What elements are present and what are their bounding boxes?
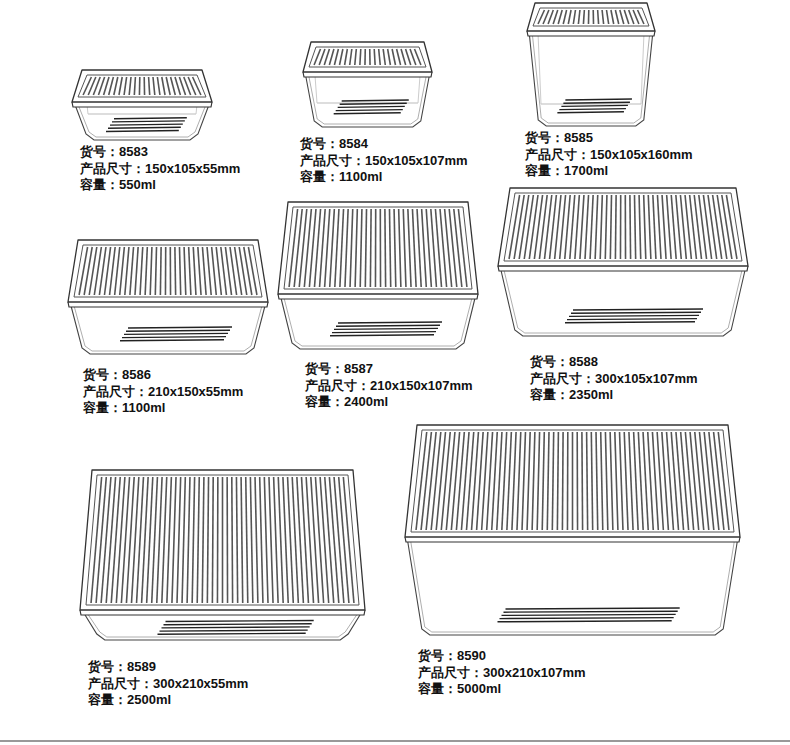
spec-text: 货号：8586 — [83, 367, 151, 383]
spec-text: 货号：8587 — [305, 361, 373, 377]
spec-text: 产品尺寸：150x105x55mm — [80, 161, 240, 177]
spec-text: 产品尺寸：300x210x55mm — [88, 676, 248, 692]
page-rule — [0, 740, 790, 742]
storage-box — [498, 188, 748, 336]
storage-box — [405, 425, 740, 635]
spec-text: 容量：2500ml — [88, 692, 171, 708]
spec-text: 产品尺寸：300x210x107mm — [418, 665, 586, 681]
storage-box — [68, 240, 268, 354]
spec-text: 货号：8588 — [530, 354, 598, 370]
storage-box — [80, 470, 365, 640]
spec-text: 产品尺寸：150x105x160mm — [525, 147, 693, 163]
spec-text: 产品尺寸：210x150x55mm — [83, 384, 243, 400]
spec-text: 货号：8585 — [525, 130, 593, 146]
spec-text: 货号：8590 — [418, 648, 486, 664]
spec-text: 货号：8583 — [80, 144, 148, 160]
spec-text: 货号：8589 — [88, 659, 156, 675]
spec-text: 产品尺寸：150x105x107mm — [300, 153, 468, 169]
spec-text: 容量：1700ml — [525, 163, 608, 179]
spec-text: 产品尺寸：300x105x107mm — [530, 371, 698, 387]
spec-text: 容量：1100ml — [83, 400, 165, 416]
storage-box — [72, 70, 212, 140]
spec-text: 容量：5000ml — [418, 681, 501, 697]
spec-text: 容量：550ml — [80, 177, 156, 193]
storage-box — [527, 3, 655, 126]
storage-box — [303, 42, 432, 127]
spec-text: 货号：8584 — [300, 136, 368, 152]
spec-text: 容量：2350ml — [530, 387, 613, 403]
storage-box — [278, 202, 478, 349]
spec-text: 产品尺寸：210x150x107mm — [305, 378, 473, 394]
spec-text: 容量：2400ml — [305, 394, 388, 410]
spec-text: 容量：1100ml — [300, 169, 382, 185]
